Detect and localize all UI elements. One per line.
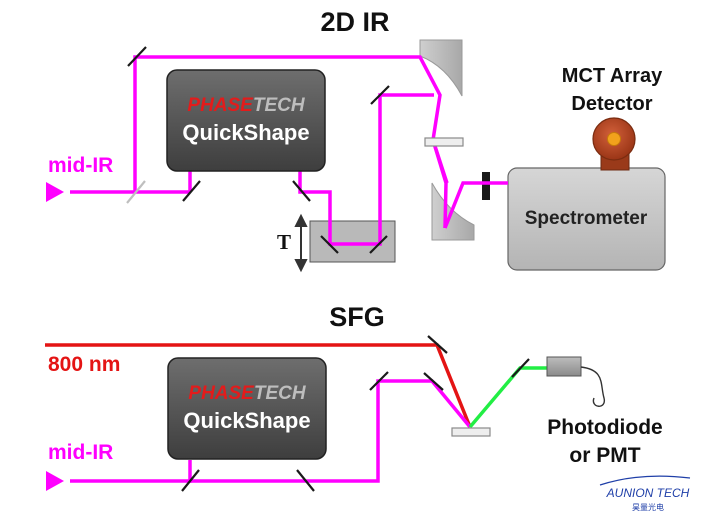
mct-detector-label-line1: MCT Array (562, 65, 663, 87)
beam-block (482, 172, 490, 200)
quickshape-box-top (166, 69, 326, 172)
watermark-brand: AUNION TECH (606, 486, 690, 500)
ir-input-arrow-bottom (46, 471, 64, 491)
photodiode-label-line1: Photodiode (547, 416, 662, 439)
mirror-bottom-shaper-out (296, 469, 315, 492)
photodetector-cable (580, 366, 605, 407)
quickshape-brand-phase-top: PHASE (187, 95, 254, 116)
title-sfg: SFG (329, 302, 385, 332)
mirrors-bottom (181, 335, 530, 492)
mid-ir-label-top: mid-IR (48, 154, 113, 177)
mct-detector-label-line2: Detector (571, 93, 652, 115)
visible-800nm-label: 800 nm (48, 353, 120, 376)
quickshape-brand-bottom: PHASETECH (188, 383, 306, 404)
quickshape-brand-phase-bottom: PHASE (188, 383, 255, 404)
mirror-top-shaper-in (182, 180, 201, 202)
mirror-bottom-ir-focus (423, 372, 444, 391)
mirror-top-fold (370, 85, 390, 105)
mirror-top-beamsplitter (126, 180, 146, 204)
ir-input-arrow-top (46, 182, 64, 202)
mirrors-top (126, 46, 390, 254)
mid-ir-label-bottom: mid-IR (48, 441, 113, 464)
sample-cell-bottom (451, 427, 491, 437)
mirror-bottom-fold (369, 371, 389, 391)
title-2d-ir: 2D IR (320, 7, 389, 37)
delay-translation-arrow (294, 213, 308, 273)
sfg-signal-beam (468, 366, 550, 429)
quickshape-brand-tech-top: TECH (253, 95, 306, 116)
mirror-top-corner (127, 46, 147, 67)
spectrometer-label: Spectrometer (525, 208, 648, 229)
mirror-bottom-sfg (511, 358, 530, 378)
quickshape-box-bottom (167, 357, 327, 460)
spectrometer-box (507, 167, 666, 271)
mct-detector-aperture (607, 132, 621, 146)
quickshape-brand-top: PHASETECH (187, 95, 305, 116)
mirror-bottom-800 (427, 335, 448, 354)
photodetector-head (546, 356, 582, 377)
mirror-top-retro-b (369, 235, 388, 254)
quickshape-name-top: QuickShape (182, 120, 309, 145)
quickshape-name-bottom: QuickShape (183, 408, 310, 433)
watermark-sub: 昊量光电 (632, 502, 664, 512)
sample-cell-top (424, 137, 464, 147)
watermark-swoosh (599, 475, 691, 486)
photodiode-label-line2: or PMT (569, 444, 640, 467)
quickshape-brand-tech-bottom: TECH (254, 383, 307, 404)
mirror-top-retro-a (320, 235, 339, 254)
delay-label-t: T (277, 230, 291, 254)
mirror-top-shaper-out (292, 180, 311, 202)
mirror-bottom-shaper-in (181, 469, 200, 492)
